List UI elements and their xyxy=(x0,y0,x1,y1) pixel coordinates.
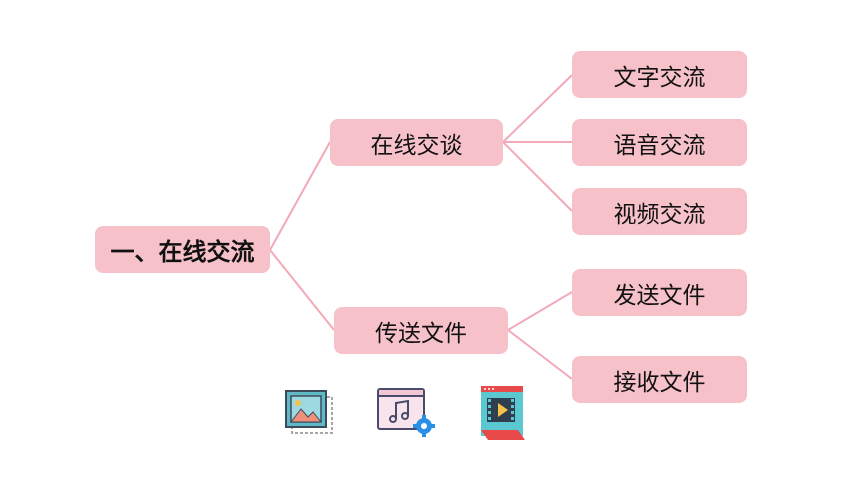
branch-label: 在线交谈 xyxy=(370,132,463,159)
leaf-node-voice-chat: 语音交流 xyxy=(572,119,747,166)
leaf-label: 发送文件 xyxy=(613,282,706,309)
branch-node-online-chat: 在线交谈 xyxy=(330,119,503,166)
leaf-node-video-chat: 视频交流 xyxy=(572,188,747,235)
branch-label: 传送文件 xyxy=(375,320,467,347)
image-file-icon xyxy=(285,390,333,434)
leaf-node-text-chat: 文字交流 xyxy=(572,51,747,98)
leaf-label: 接收文件 xyxy=(613,369,706,396)
branch-node-file-transfer: 传送文件 xyxy=(334,307,508,354)
leaf-label: 语音交流 xyxy=(613,132,706,159)
leaf-label: 视频交流 xyxy=(613,201,706,228)
video-file-icon xyxy=(481,386,525,440)
root-node: 一、在线交流 xyxy=(95,226,270,273)
leaf-node-receive-file: 接收文件 xyxy=(572,356,747,403)
leaf-node-send-file: 发送文件 xyxy=(572,269,747,316)
music-file-icon xyxy=(377,388,435,437)
leaf-label: 文字交流 xyxy=(613,64,706,91)
root-label: 一、在线交流 xyxy=(110,238,255,266)
